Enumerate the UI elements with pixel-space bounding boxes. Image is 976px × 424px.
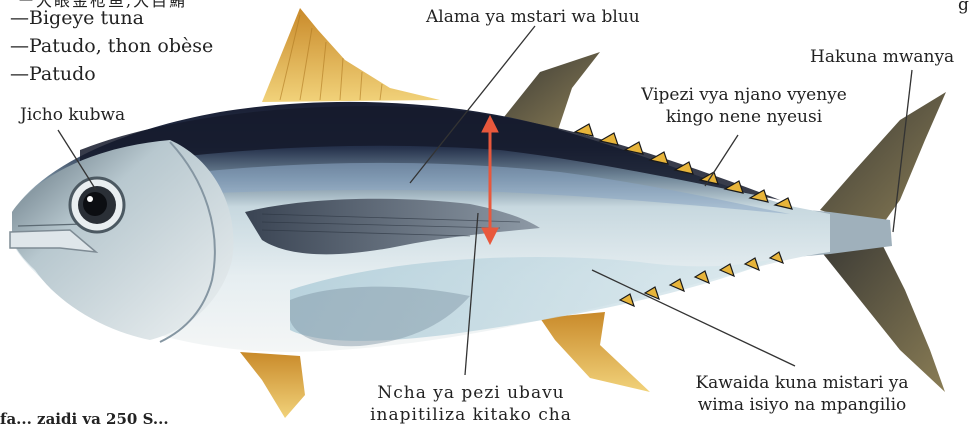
label-no-stripe: Hakuna mwanya xyxy=(810,46,954,68)
first-dorsal-fin xyxy=(262,8,440,102)
common-name-item: —Patudo xyxy=(10,60,213,88)
common-name-item: —Patudo, thon obèse xyxy=(10,32,213,60)
second-dorsal-fin xyxy=(500,52,600,130)
label-big-eye: Jicho kubwa xyxy=(20,104,125,126)
label-belly-stripes: Kawaida kuna mistari ya wima isiyo na mp… xyxy=(660,372,944,416)
common-name-item: —Bigeye tuna xyxy=(10,4,213,32)
label-finlets: Vipezi vya njano vyenye kingo nene nyeus… xyxy=(612,84,876,128)
label-blue-stripe: Alama ya mstari wa bluu xyxy=(426,6,640,28)
eye-shine xyxy=(87,196,93,202)
common-names-list: —Bigeye tuna —Patudo, thon obèse —Patudo xyxy=(10,4,213,88)
anal-fin xyxy=(540,312,650,392)
tail-lower-lobe xyxy=(820,240,945,392)
label-pectoral-fin: Ncha ya pezi ubavu inapitiliza kitako ch… xyxy=(348,382,594,424)
pelvic-fin xyxy=(240,352,305,418)
label-top-right-clip: g xyxy=(958,0,969,16)
label-bottom-left-clip: fa... zaidi ya 250 S... xyxy=(0,408,169,424)
eye-pupil xyxy=(83,192,107,216)
